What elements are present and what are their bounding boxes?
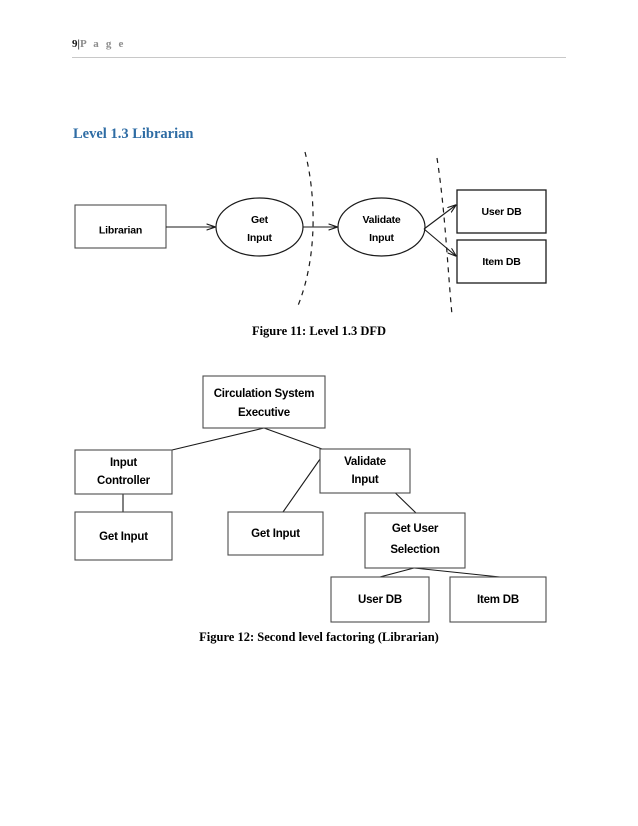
figure-12-caption: Figure 12: Second level factoring (Libra… [199, 630, 439, 644]
chart-label-user-db: User DB [358, 594, 402, 606]
second-level-factoring-diagram: Circulation System Executive Input Contr… [0, 368, 638, 626]
section-heading: Level 1.3 Librarian [73, 126, 194, 142]
dfd-arrow-validate-to-item-db [423, 228, 456, 256]
dfd-node-librarian: Librarian [74, 204, 167, 249]
chart-label-root-line2: Executive [238, 407, 290, 419]
dfd-arrow-validate-to-user-db [423, 205, 456, 230]
chart-label-get-input-mid: Get Input [251, 528, 300, 540]
chart-label-validate-input-line2: Input [351, 474, 378, 486]
chart-label-item-db: Item DB [477, 594, 519, 606]
dfd-label-librarian: Librarian [99, 224, 142, 236]
chart-node-input-controller: Input Controller [74, 449, 173, 495]
dfd-node-get-input: Get Input [215, 197, 304, 257]
chart-label-root-line1: Circulation System [214, 388, 315, 400]
dfd-node-user-db: User DB [456, 189, 547, 234]
dfd-node-item-db: Item DB [456, 239, 547, 284]
dfd-label-get-input-line2: Input [247, 232, 272, 244]
chart-label-get-user-selection-line2: Selection [390, 544, 440, 556]
chart-label-validate-input-line1: Validate [344, 456, 386, 468]
chart-label-get-user-selection-line1: Get User [392, 523, 439, 535]
dfd-label-validate-input-line1: Validate [362, 214, 400, 226]
chart-node-root: Circulation System Executive [202, 375, 326, 429]
page-label: P a g e [79, 38, 126, 50]
page-number: 9 [72, 38, 78, 50]
chart-link-get-user-selection-to-item-db [413, 567, 501, 578]
chart-label-get-input-left: Get Input [99, 531, 148, 543]
dfd-node-validate-input: Validate Input [337, 197, 426, 257]
chart-link-root-to-input-controller [171, 427, 265, 451]
chart-node-get-input-left: Get Input [74, 511, 173, 561]
page-separator: | [77, 38, 80, 50]
dfd-label-item-db: Item DB [482, 256, 521, 268]
chart-link-root-to-validate-input [263, 427, 323, 450]
chart-label-input-controller-line1: Input [110, 457, 137, 469]
chart-node-get-input-mid: Get Input [227, 511, 324, 556]
dfd-label-user-db: User DB [481, 206, 522, 218]
chart-node-get-user-selection: Get User Selection [364, 512, 466, 569]
level-1-3-dfd-diagram: Librarian Get Input Validate Input User … [0, 140, 638, 320]
figure-11-caption: Figure 11: Level 1.3 DFD [251, 324, 387, 338]
chart-node-validate-input: Validate Input [319, 448, 411, 494]
system-boundary-curve-right [436, 157, 453, 316]
dfd-label-get-input-line1: Get [251, 214, 269, 226]
page-header: 9|P a g e [72, 34, 566, 58]
chart-node-user-db: User DB [330, 576, 430, 623]
chart-label-input-controller-line2: Controller [97, 475, 151, 487]
chart-link-get-user-selection-to-user-db [379, 567, 415, 578]
chart-link-validate-input-to-get-input [282, 451, 326, 513]
dfd-label-validate-input-line2: Input [369, 232, 394, 244]
chart-node-item-db: Item DB [449, 576, 547, 623]
